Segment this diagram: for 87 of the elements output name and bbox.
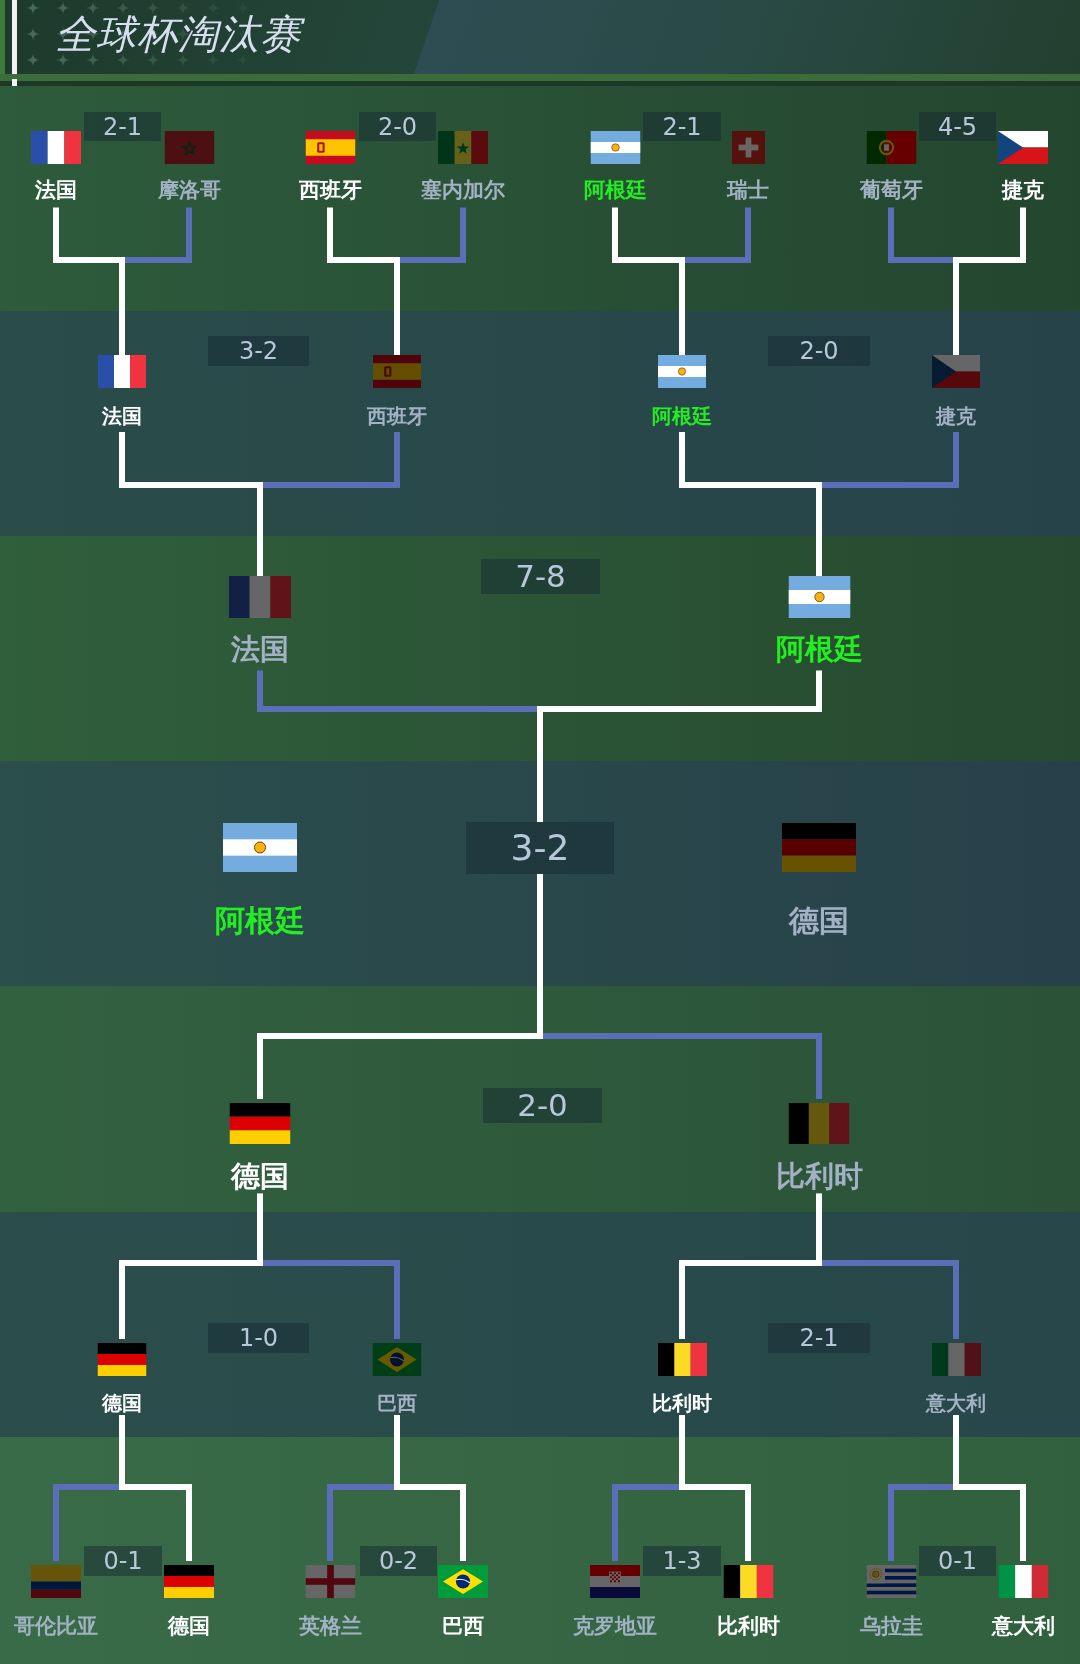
bracket-line bbox=[612, 207, 682, 263]
bracket-line bbox=[122, 1484, 192, 1561]
team-name: 巴西 bbox=[442, 1614, 484, 1640]
bracket-line bbox=[119, 257, 125, 355]
team-name: 巴西 bbox=[377, 1391, 417, 1415]
team-name: 意大利 bbox=[926, 1391, 986, 1415]
team-name: 克罗地亚 bbox=[573, 1614, 657, 1640]
score-box: 2-1 bbox=[643, 112, 721, 141]
bracket-line bbox=[956, 1484, 1026, 1561]
bracket-line bbox=[819, 432, 959, 488]
score-box: 7-8 bbox=[481, 559, 600, 594]
bracket-line bbox=[119, 432, 260, 488]
score-box: 0-1 bbox=[84, 1546, 162, 1576]
score-box: 0-1 bbox=[919, 1546, 996, 1576]
bracket-line bbox=[257, 482, 263, 576]
team-name: 法国 bbox=[231, 631, 289, 667]
bracket-line bbox=[953, 1415, 959, 1490]
bracket-line bbox=[257, 1033, 540, 1099]
team-name: 摩洛哥 bbox=[157, 178, 221, 204]
team-name: 英格兰 bbox=[298, 1614, 362, 1640]
bracket-line bbox=[682, 207, 751, 263]
bracket-line bbox=[397, 1484, 466, 1561]
score-box: 2-1 bbox=[768, 1323, 870, 1353]
team-name: 阿根廷 bbox=[583, 178, 647, 204]
bracket-line bbox=[394, 1415, 400, 1490]
team-name: 比利时 bbox=[652, 1391, 712, 1415]
team-name: 阿根廷 bbox=[652, 404, 712, 428]
score-box: 2-1 bbox=[84, 112, 161, 141]
team-name: 捷克 bbox=[936, 404, 976, 428]
team-name: 塞内加尔 bbox=[421, 178, 505, 204]
bracket-line bbox=[612, 1484, 682, 1561]
score-box: 0-2 bbox=[360, 1546, 437, 1576]
bracket-line bbox=[537, 706, 543, 822]
bracket-line bbox=[537, 874, 543, 1039]
team-name: 阿根廷 bbox=[215, 903, 305, 939]
bracket-line bbox=[679, 1415, 685, 1490]
bracket-line bbox=[257, 1193, 263, 1266]
bracket-line bbox=[540, 1033, 822, 1099]
bracket-line bbox=[257, 670, 540, 712]
bracket-line bbox=[819, 1260, 959, 1339]
team-name: 比利时 bbox=[775, 1158, 863, 1194]
score-box: 4-5 bbox=[919, 112, 996, 141]
score-box: 1-0 bbox=[208, 1323, 309, 1353]
team-name: 比利时 bbox=[716, 1614, 780, 1640]
bracket-line bbox=[816, 1193, 822, 1266]
team-name: 法国 bbox=[35, 178, 77, 204]
bracket-line bbox=[397, 207, 466, 263]
bracket-line bbox=[679, 432, 819, 488]
bracket-line bbox=[260, 1260, 400, 1339]
bracket-line bbox=[540, 670, 822, 712]
team-name: 乌拉圭 bbox=[859, 1614, 923, 1640]
bracket-line bbox=[119, 1260, 260, 1339]
score-box: 2-0 bbox=[483, 1088, 602, 1123]
team-name: 葡萄牙 bbox=[859, 178, 923, 204]
bracket-line bbox=[327, 207, 397, 263]
bracket-line bbox=[327, 1484, 397, 1561]
bracket-line bbox=[394, 257, 400, 355]
bracket-line bbox=[888, 1484, 956, 1561]
score-box: 3-2 bbox=[208, 336, 309, 366]
bracket-line bbox=[953, 257, 959, 355]
team-name: 捷克 bbox=[1002, 178, 1044, 204]
team-name: 德国 bbox=[231, 1158, 289, 1194]
team-name: 德国 bbox=[789, 903, 849, 939]
bracket-line bbox=[53, 207, 122, 263]
bracket-line bbox=[816, 482, 822, 576]
bracket-line bbox=[679, 257, 685, 355]
bracket-line bbox=[260, 432, 400, 488]
team-name: 西班牙 bbox=[367, 404, 427, 428]
team-name: 德国 bbox=[168, 1614, 210, 1640]
team-name: 瑞士 bbox=[727, 178, 769, 204]
team-name: 法国 bbox=[102, 404, 142, 428]
bracket-line bbox=[679, 1260, 819, 1339]
bracket-line bbox=[888, 207, 956, 263]
team-name: 西班牙 bbox=[298, 178, 362, 204]
team-name: 哥伦比亚 bbox=[14, 1614, 98, 1640]
score-box: 1-3 bbox=[643, 1546, 721, 1576]
score-box: 2-0 bbox=[359, 112, 436, 141]
bracket-line bbox=[119, 1415, 125, 1490]
team-name: 意大利 bbox=[991, 1614, 1055, 1640]
score-box: 2-0 bbox=[768, 336, 870, 366]
bracket-line bbox=[956, 207, 1026, 263]
bracket-line bbox=[53, 1484, 122, 1561]
bracket-line bbox=[122, 207, 192, 263]
bracket-line bbox=[682, 1484, 751, 1561]
team-name: 德国 bbox=[102, 1391, 142, 1415]
score-box: 3-2 bbox=[466, 822, 614, 874]
team-name: 阿根廷 bbox=[775, 631, 863, 667]
